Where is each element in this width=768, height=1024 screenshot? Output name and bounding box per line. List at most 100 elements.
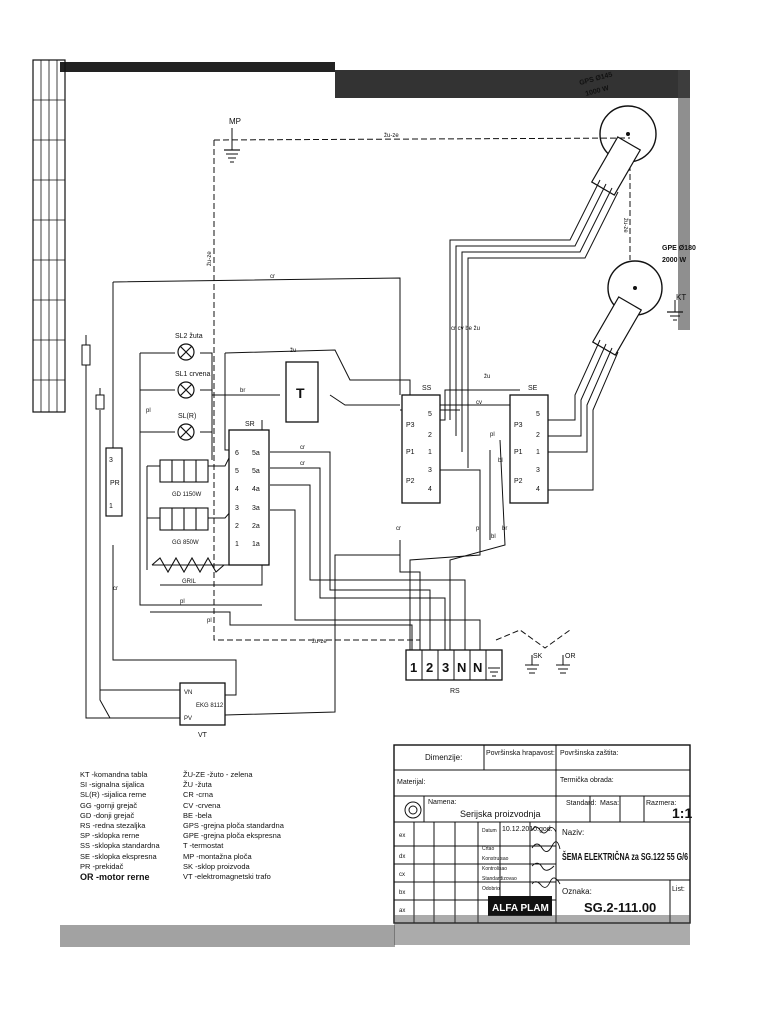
svg-text:N: N [473,660,482,675]
rs-ground-symbol [488,667,500,677]
tb-razmera: Razmera: [646,800,676,807]
svg-text:N: N [457,660,466,675]
svg-text:1: 1 [109,503,113,510]
pr-label: PR [110,480,120,487]
svg-text:1: 1 [536,449,540,456]
wire-label-cv-mid: cv [476,400,482,406]
revision-table-grid [33,60,65,412]
tb-date-value: 10.12.2010.god. [502,826,553,833]
pv-label: PV [184,716,192,722]
legend-item: VT -elektromagnetski trafo [183,872,271,882]
svg-text:6: 6 [235,450,239,457]
wire-label-pl-left: pl [146,408,151,414]
svg-text:ex: ex [399,833,405,839]
legend-item: PR -prekidač [80,861,124,871]
scan-top-bar-right [335,70,690,98]
legend-item: OR -motor rerne [80,872,150,883]
tb-naziv-label: Naziv: [562,828,584,837]
legend-item: SE -sklopka ekspresna [80,851,157,861]
legend-item: T -termostat [183,841,224,851]
svg-text:2a: 2a [252,523,260,530]
wire-label-hotplate-colors: cr cv be žu [451,326,480,332]
mp-label: MP [229,117,241,126]
ss-switch-box [401,394,441,504]
pr-switch-box [105,447,123,517]
probe-symbols [81,335,105,410]
vt-model-label: EKG 8112 [196,703,224,709]
svg-text:P2: P2 [406,478,415,485]
svg-text:5a: 5a [252,450,260,457]
svg-text:4: 4 [235,486,239,493]
legend-item: GD -donji grejač [80,810,135,820]
legend-item: RS -redna stezaljka [80,821,146,831]
svg-text:1: 1 [410,660,417,675]
legend-item: MP -montažna ploča [183,851,252,861]
wire-label-zu-ze-top: žu-ze [384,133,399,139]
grill-label: GRIL [182,579,197,585]
gpe-power-label: 2000 W [662,257,687,264]
thermostat-label: T [296,385,305,401]
wire-label-cr-top: cr [270,274,275,280]
tb-naziv-value: ŠEMA ELEKTRIČNA za SG.122 55 G/6 [562,850,688,863]
tb-oznaka-label: Oznaka: [562,887,592,896]
legend-item: ŽU-ZE -žuto - zelena [183,770,253,779]
sk-label: SK [533,653,543,660]
svg-text:1: 1 [428,449,432,456]
legend-item: CR -crna [183,790,214,800]
svg-text:3: 3 [536,467,540,474]
wire-label-br-ss: br [502,526,507,532]
svg-text:dx: dx [399,854,405,860]
scan-bottom-right [394,915,690,945]
svg-text:ax: ax [399,908,405,914]
legend-item: GPE -grejna ploča ekspresna [183,831,281,841]
wire-label-zu-ze-left: žu-ze [207,251,213,266]
ss-terminals: 5 P3 2 P1 1 3 P2 4 [406,411,432,493]
legend-right: ŽU-ZE -žuto - zelena ŽU -žuta CR -crna C… [183,770,284,882]
svg-text:2: 2 [426,660,433,675]
tb-termicka-obrada: Termička obrada: [560,777,614,784]
tb-row-kontrolisao: Kontrolisao [482,866,507,872]
pr-terminals: 3 1 [109,457,113,510]
wire-label-zu-top: žu [290,348,296,354]
gpe-hotplate [591,260,663,356]
wire-label-pl-ss2: pl [476,526,481,532]
wire-label-cr-left: cr [113,586,118,592]
wire-label-cr-sr: cr [300,445,305,451]
svg-text:P3: P3 [406,422,415,429]
svg-text:5: 5 [536,411,540,418]
mp-ground [224,128,240,163]
earth-wires [213,137,631,649]
svg-text:3: 3 [428,467,432,474]
tb-oznaka-value: SG.2-111.00 [584,900,656,915]
svg-text:4: 4 [428,486,432,493]
wire-label-br-lamp: br [240,388,245,394]
gps-hotplate [590,105,657,196]
tb-row-crtao: Crtao [482,846,494,852]
svg-text:4: 4 [536,486,540,493]
wire-label-zu-ze-right: žu-ze [622,218,628,233]
tb-namena-value: Serijska proizvodnja [460,809,541,819]
svg-text:3: 3 [109,457,113,464]
tb-row-odobrio: Odobrio [482,886,500,892]
alfaplam-logo-box [488,896,552,916]
se-switch-box [509,394,549,504]
tb-razmera-value: 1:1 [672,805,692,821]
legend-item: BE -bela [183,810,212,820]
tb-povrsinska-zastita: Površinska zaštita: [560,750,618,757]
legend-left: KT -komandna tabla SI -signalna sijalica… [80,770,160,882]
tb-revision-marks: ex dx cx bx ax [399,833,405,914]
wire-label-cr-ss: cr [396,526,401,532]
gg-label: GG 850W [172,540,199,546]
svg-text:P1: P1 [514,449,523,456]
tb-masa: Masa: [600,800,619,807]
svg-text:1: 1 [235,541,239,548]
svg-text:2: 2 [536,432,540,439]
svg-text:5: 5 [428,411,432,418]
rs-dividers [421,650,487,680]
vn-label: VN [184,690,192,696]
main-wires [85,277,520,719]
se-terminals: P3 5 2 P1 1 3 P2 4 [514,411,540,493]
legend-item: SP -sklopka rerne [80,831,140,841]
